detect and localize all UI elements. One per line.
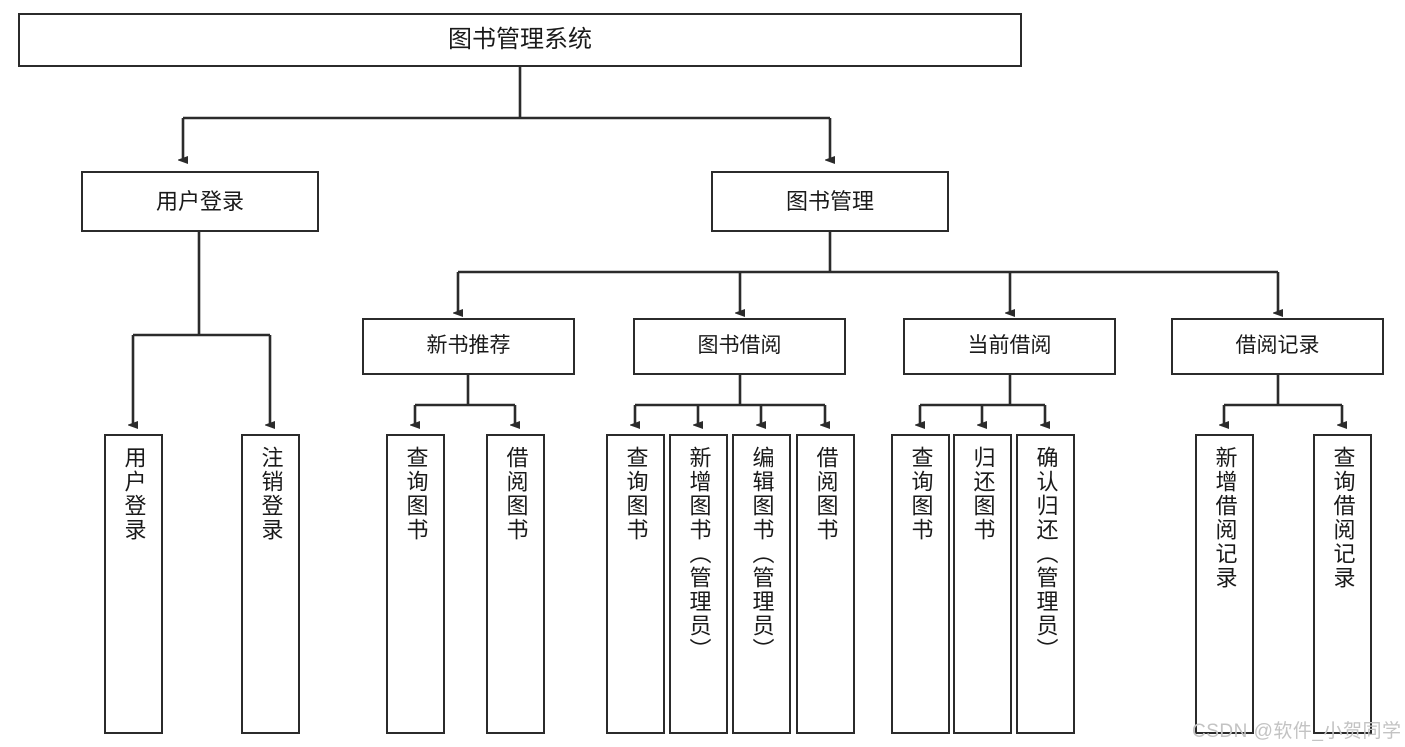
- leaf-user-login-label: 用户登录: [121, 446, 147, 542]
- leaf-edit-book-admin[interactable]: 编辑图书（管理员）: [732, 434, 791, 734]
- node-borrow-record-label: 借阅记录: [1235, 334, 1320, 358]
- leaf-query-borrow-record-label: 查询借阅记录: [1330, 446, 1356, 590]
- leaf-borrow-books-recommend[interactable]: 借阅图书: [486, 434, 545, 734]
- node-new-book-recommend[interactable]: 新书推荐: [362, 318, 575, 375]
- leaf-logout-label: 注销登录: [258, 446, 284, 542]
- leaf-add-borrow-record[interactable]: 新增借阅记录: [1195, 434, 1254, 734]
- leaf-query-borrow-record[interactable]: 查询借阅记录: [1313, 434, 1372, 734]
- leaf-logout[interactable]: 注销登录: [241, 434, 300, 734]
- leaf-query-books-current-label: 查询图书: [908, 446, 934, 542]
- leaf-add-book-admin[interactable]: 新增图书（管理员）: [669, 434, 728, 734]
- leaf-confirm-return-admin-label: 确认归还（管理员）: [1033, 446, 1059, 662]
- leaf-query-books-borrow-label: 查询图书: [623, 446, 649, 542]
- leaf-edit-book-admin-label: 编辑图书（管理员）: [749, 446, 775, 662]
- leaf-borrow-books[interactable]: 借阅图书: [796, 434, 855, 734]
- node-book-borrow-label: 图书借阅: [697, 334, 782, 358]
- csdn-watermark: CSDN @软件_小贺同学: [1192, 721, 1402, 742]
- leaf-add-borrow-record-label: 新增借阅记录: [1212, 446, 1238, 590]
- leaf-borrow-books-label: 借阅图书: [813, 446, 839, 542]
- node-new-book-recommend-label: 新书推荐: [426, 334, 511, 358]
- node-borrow-record[interactable]: 借阅记录: [1171, 318, 1384, 375]
- leaf-query-books-recommend[interactable]: 查询图书: [386, 434, 445, 734]
- leaf-return-books-label: 归还图书: [970, 446, 996, 542]
- node-root[interactable]: 图书管理系统: [18, 13, 1022, 67]
- node-book-management-label: 图书管理: [785, 188, 874, 214]
- leaf-user-login[interactable]: 用户登录: [104, 434, 163, 734]
- node-book-management[interactable]: 图书管理: [711, 171, 949, 232]
- node-current-borrow-label: 当前借阅: [967, 334, 1052, 358]
- node-current-borrow[interactable]: 当前借阅: [903, 318, 1116, 375]
- leaf-query-books-current[interactable]: 查询图书: [891, 434, 950, 734]
- leaf-add-book-admin-label: 新增图书（管理员）: [686, 446, 712, 662]
- leaf-query-books-borrow[interactable]: 查询图书: [606, 434, 665, 734]
- leaf-query-books-recommend-label: 查询图书: [403, 446, 429, 542]
- node-root-label: 图书管理系统: [448, 25, 592, 53]
- leaf-confirm-return-admin[interactable]: 确认归还（管理员）: [1016, 434, 1075, 734]
- node-book-borrow[interactable]: 图书借阅: [633, 318, 846, 375]
- node-user-login-label: 用户登录: [155, 188, 244, 214]
- leaf-borrow-books-recommend-label: 借阅图书: [503, 446, 529, 542]
- node-user-login[interactable]: 用户登录: [81, 171, 319, 232]
- leaf-return-books[interactable]: 归还图书: [953, 434, 1012, 734]
